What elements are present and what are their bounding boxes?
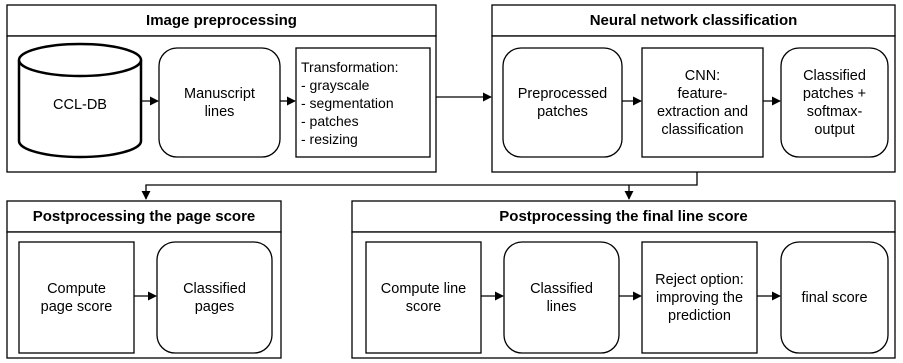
image-preprocessing-header [6, 4, 437, 37]
classified-pages-label: Classified pages [183, 280, 246, 315]
reject-option-label: Reject option: improving the prediction [655, 271, 744, 324]
final-score-node [780, 241, 889, 354]
database-cylinder-top [17, 42, 143, 78]
database-cylinder [17, 60, 143, 159]
cnn-node [641, 47, 764, 158]
compute-line-score-label: Compute line score [380, 280, 467, 315]
compute-line-score-node [365, 241, 482, 354]
reject-option-node [641, 241, 758, 354]
nn-classification-title: Neural network classification [589, 12, 798, 29]
line-score-title: Postprocessing the final line score [499, 208, 748, 225]
classified-patches-node [780, 47, 889, 158]
compute-page-score-label: Compute page score [40, 280, 113, 315]
database-label: CCL-DB [53, 97, 107, 113]
cnn-label: CNN: feature- extraction and classificat… [656, 67, 749, 138]
preprocessed-patches-node [502, 47, 623, 158]
manuscript-lines-node [158, 47, 281, 158]
classified-pages-node [156, 241, 273, 354]
transformation-label: Transformation: - grayscale - segmentati… [301, 58, 399, 147]
classified-lines-node [503, 241, 620, 354]
transformation-node [295, 47, 431, 158]
image-preprocessing-title: Image preprocessing [146, 12, 297, 29]
page-score-title: Postprocessing the page score [32, 208, 256, 225]
final-score-label: final score [801, 289, 868, 306]
manuscript-lines-label: Manuscript lines [184, 85, 255, 120]
preprocessed-patches-label: Preprocessed patches [517, 85, 608, 120]
compute-page-score-node [18, 241, 135, 354]
classified-lines-label: Classified lines [530, 280, 593, 315]
classified-patches-label: Classified patches + softmax- output [802, 67, 867, 138]
